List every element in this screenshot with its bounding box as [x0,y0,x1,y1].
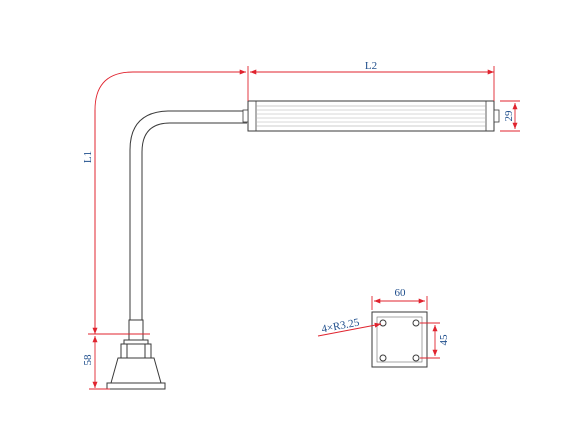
dimension-plate-height: 45 [420,322,450,359]
dimension-label-L1: L1 [82,151,94,163]
gooseneck-arm [129,110,247,320]
dimension-bar-height: 29 [500,100,520,132]
dimension-label-L2: L2 [365,60,377,72]
dimension-label-29: 29 [503,110,515,122]
lamp-base [106,319,166,390]
dimension-base-height: 58 [82,336,110,390]
dimension-label-45: 45 [438,334,450,346]
mount-hole [379,319,387,327]
mounting-plate [371,311,428,368]
lamp-outline [106,100,500,390]
mount-hole [379,354,387,362]
light-bar [242,100,500,132]
hole-callout-label: 4×R3.25 [320,316,360,335]
dimension-plate-width: 60 [371,287,428,310]
mount-hole [412,354,420,362]
dimension-label-60: 60 [395,287,407,299]
dimension-L2: L2 [247,60,495,101]
mount-hole [412,319,420,327]
dimension-L1: L1 [82,69,246,335]
dimension-label-58: 58 [82,354,94,366]
